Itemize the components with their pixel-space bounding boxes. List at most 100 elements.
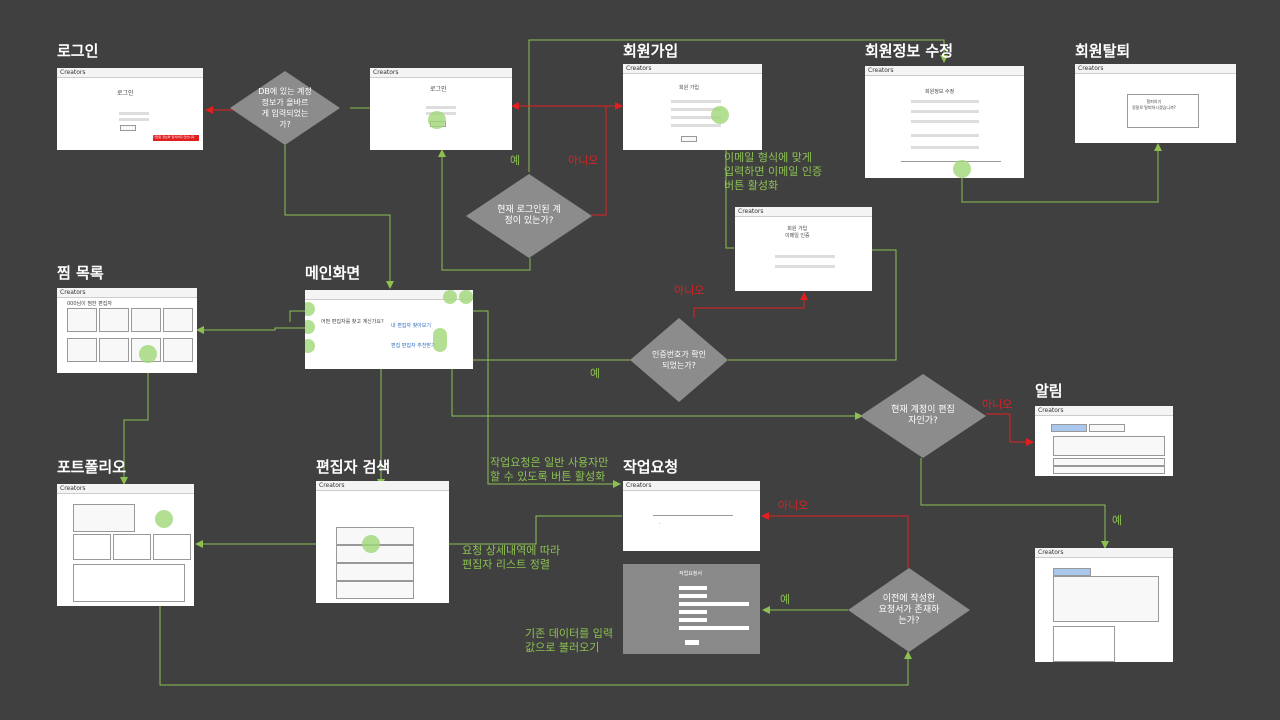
input-placeholder	[119, 118, 149, 121]
click-hotspot	[305, 320, 315, 334]
brand-header: Creators	[57, 288, 197, 298]
main-link: 내 편집자 찾아보기	[391, 323, 431, 329]
divider	[901, 161, 1001, 162]
connector	[761, 512, 909, 568]
screen-withdraw: Creators 탈퇴하기 정말로 탈퇴하시겠습니까?	[1075, 64, 1236, 143]
screen-login: Creators 로그인	[370, 68, 512, 150]
form-field	[679, 594, 707, 598]
screen-signup: Creators 회원 가입	[623, 64, 762, 150]
input-placeholder	[911, 146, 979, 149]
main-question: 어떤 편집자를 찾고 계신가요?	[321, 319, 384, 325]
screen-editor-notification: Creators	[1035, 548, 1173, 662]
form-field	[679, 626, 749, 630]
title-main: 메인화면	[305, 264, 361, 282]
decision-is-editor: 현재 계정이 편집자인가?	[860, 374, 986, 458]
form-heading: 작업요청서	[679, 571, 703, 577]
editor-row	[336, 581, 414, 599]
brand-logo: Creators	[1038, 549, 1064, 556]
editor-card	[131, 308, 161, 332]
decision-logged-in: 현재 로그인된 계정이 있는가?	[466, 174, 592, 258]
connector	[693, 292, 808, 318]
main-link: 편집 편집자 추천받기	[391, 343, 436, 349]
decision-text: 현재 로그인된 계정이 있는가?	[497, 205, 561, 226]
title-editor-search: 편집자 검색	[316, 458, 391, 476]
input-placeholder	[671, 108, 721, 111]
label-yes: 예	[590, 367, 601, 380]
title-wishlist: 찜 목록	[57, 264, 104, 282]
brand-header: Creators	[316, 481, 449, 491]
label-no: 아니오	[778, 499, 809, 512]
table-line	[653, 515, 733, 516]
connector	[473, 310, 621, 488]
screen-login-error: Creators 로그인 가입된 정보와 일치하지 않습니다	[57, 68, 203, 150]
brand-header: Creators	[735, 207, 872, 217]
form-field	[679, 618, 707, 622]
input-placeholder	[911, 100, 979, 103]
brand-logo: Creators	[1078, 65, 1104, 72]
brand-header: Creators	[623, 481, 760, 491]
notification-item	[1053, 458, 1165, 466]
screen-portfolio: Creators	[57, 484, 194, 606]
video-card	[113, 534, 151, 560]
screen-editor-search: Creators	[316, 481, 449, 603]
decision-db-check: DB에 있는 계정정보가 올바르게 입력되었는가?	[230, 71, 340, 145]
brand-header: Creators	[865, 66, 1024, 76]
note-load-data: 기존 데이터를 입력 값으로 불러오기	[525, 627, 613, 654]
request-detail	[1053, 576, 1159, 622]
input-placeholder	[775, 265, 835, 268]
editor-card	[99, 308, 129, 332]
click-hotspot	[305, 339, 315, 353]
screen-work-request: Creators ·	[623, 481, 760, 551]
tab-placeholder	[1089, 424, 1125, 432]
title-login: 로그인	[57, 42, 99, 60]
connector	[120, 373, 149, 485]
editor-card	[163, 338, 193, 362]
connector	[438, 149, 531, 271]
screen-email-verify: Creators 회원 가입 이메일 인증	[735, 207, 872, 291]
brand-header: Creators	[1035, 406, 1173, 416]
label-no: 아니오	[568, 154, 599, 167]
brand-header: Creators	[1035, 548, 1173, 558]
input-placeholder	[911, 110, 979, 113]
button-placeholder	[681, 136, 697, 142]
editor-row	[336, 563, 414, 581]
decision-prev-request: 이전에 작성한 요청서가 존재하는가?	[848, 568, 970, 652]
brand-logo: Creators	[868, 67, 894, 74]
connector	[159, 606, 912, 686]
brand-header: Creators	[623, 64, 762, 74]
click-hotspot	[711, 106, 729, 124]
click-hotspot	[443, 290, 457, 304]
input-placeholder	[426, 106, 456, 109]
table-cell: ·	[659, 521, 661, 527]
price-table	[73, 564, 185, 602]
screen-heading: 회원 가입	[679, 85, 699, 91]
input-placeholder	[119, 112, 149, 115]
click-hotspot	[305, 302, 315, 316]
screen-edit-profile: Creators 회원정보 수정	[865, 66, 1024, 178]
form-submit	[685, 640, 699, 645]
label-no: 아니오	[674, 284, 705, 297]
brand-logo: Creators	[60, 485, 86, 492]
editor-card	[67, 308, 97, 332]
decision-text: 인증번호가 확인되었는가?	[651, 350, 707, 370]
input-placeholder	[671, 100, 721, 103]
connector	[284, 145, 394, 289]
note-request-button: 작업요청은 일반 사용자만 할 수 있도록 버튼 활성화	[490, 456, 609, 483]
connector	[511, 102, 607, 216]
request-table	[1053, 626, 1115, 662]
brand-header	[305, 290, 473, 300]
decision-text: DB에 있는 계정정보가 올바르게 입력되었는가?	[258, 87, 312, 129]
notification-item	[1053, 436, 1165, 456]
video-card	[73, 504, 135, 532]
screen-heading: 회원정보 수정	[925, 89, 955, 95]
label-yes: 예	[1112, 514, 1123, 527]
connector	[196, 326, 306, 334]
title-portfolio: 포트폴리오	[57, 458, 127, 476]
label-yes: 예	[510, 154, 521, 167]
withdraw-dialog: 탈퇴하기 정말로 탈퇴하시겠습니까?	[1127, 94, 1199, 128]
click-hotspot	[433, 328, 447, 352]
title-signup: 회원가입	[623, 42, 679, 60]
note-email-format: 이메일 형식에 맞게 입력하면 이메일 인증 버튼 활성화	[724, 151, 823, 192]
decision-text: 이전에 작성한 요청서가 존재하는가?	[878, 593, 940, 626]
form-field	[679, 602, 749, 606]
